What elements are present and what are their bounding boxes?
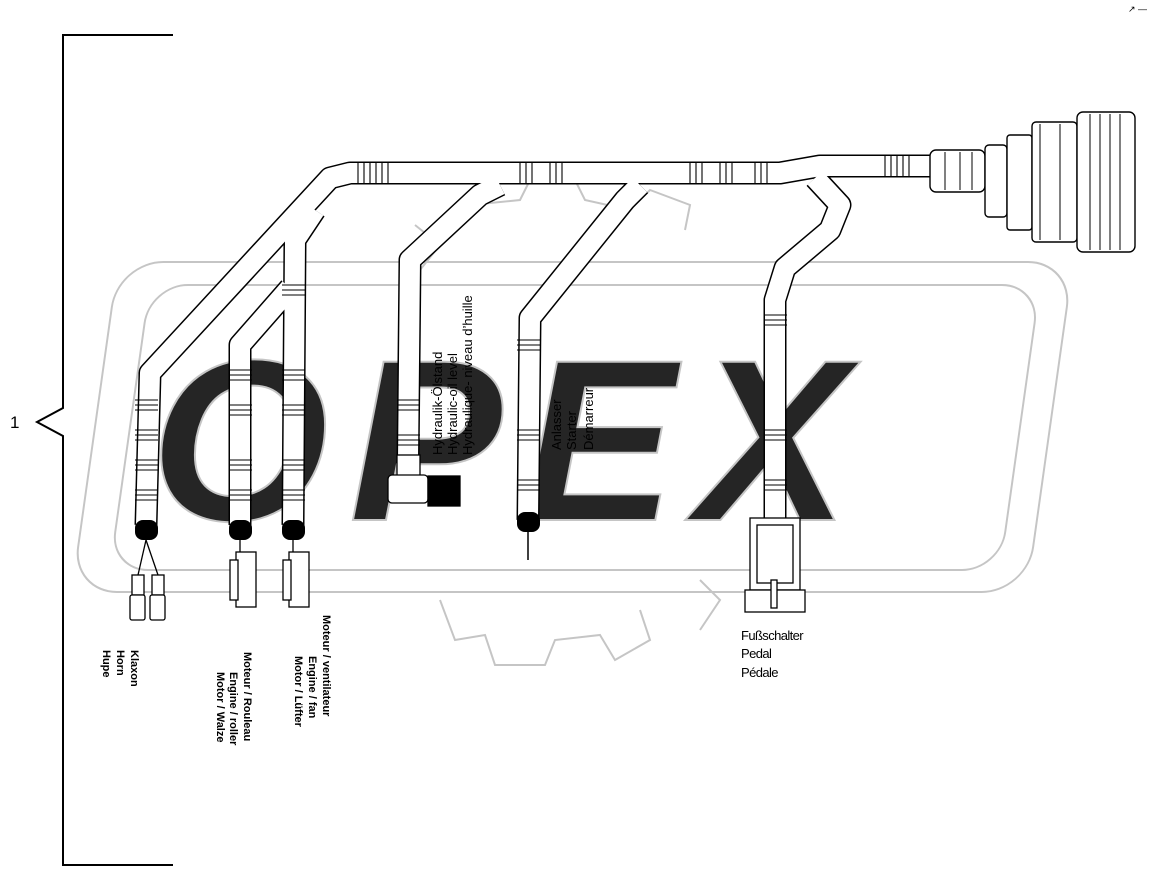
hydraulic-label: Hydraulik-Ölstand Hydraulic-oil level Hy… xyxy=(430,295,475,455)
watermark-text: OPEX xyxy=(150,312,869,569)
hydraulic-label-en: Hydraulic-oil level xyxy=(445,353,460,455)
pedal-label-en: Pedal xyxy=(741,646,772,661)
pedal-label-de: Fußschalter xyxy=(741,628,804,643)
fan-label-de: Motor / Lüfter xyxy=(292,656,304,728)
hydraulic-label-fr: Hydraulique- niveau d’huille xyxy=(460,295,475,455)
starter-label-fr: Démarreur xyxy=(581,387,596,450)
horn-label-de: Hupe xyxy=(100,650,112,678)
starter-label: Anlasser Starter Démarreur xyxy=(549,387,596,450)
corner-mark: ↗ — xyxy=(1128,4,1147,14)
starter-label-de: Anlasser xyxy=(549,399,564,450)
roller-label-de: Motor / Walze xyxy=(214,672,226,742)
pedal-connector xyxy=(744,517,806,613)
horn-terminals xyxy=(129,539,166,621)
pedal-label-fr: Pédale xyxy=(741,665,778,680)
horn-label-en: Horn xyxy=(114,650,126,676)
hydraulic-sensor xyxy=(387,454,461,507)
item-number: 1 xyxy=(10,413,19,432)
opex-watermark: OPEX xyxy=(76,179,1069,666)
roller-label-fr: Moteur / Rouleau xyxy=(241,652,253,741)
main-round-connector xyxy=(929,111,1136,253)
fan-label-en: Engine / fan xyxy=(306,656,318,719)
fan-label: Motor / Lüfter Engine / fan Moteur / ven… xyxy=(292,615,332,728)
hydraulic-label-de: Hydraulik-Ölstand xyxy=(430,352,445,455)
cable-bands xyxy=(135,155,910,501)
roller-label: Motor / Walze Engine / roller Moteur / R… xyxy=(214,652,253,746)
roller-label-en: Engine / roller xyxy=(227,672,239,746)
starter-label-en: Starter xyxy=(564,410,579,450)
fan-label-fr: Moteur / ventilateur xyxy=(320,615,332,717)
pedal-label: Fußschalter Pedal Pédale xyxy=(741,628,805,680)
item-bracket xyxy=(34,34,173,866)
roller-fan-plugs xyxy=(229,540,310,608)
connector-tips xyxy=(135,512,540,540)
horn-label: Hupe Horn Klaxon xyxy=(100,650,140,687)
horn-label-fr: Klaxon xyxy=(128,650,140,687)
